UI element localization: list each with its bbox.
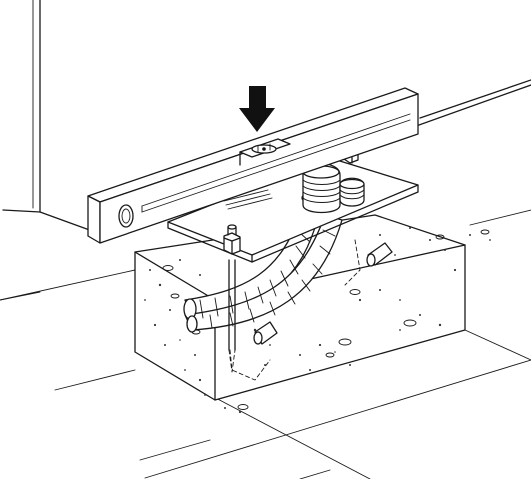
- pipe-stubs: [253, 242, 393, 345]
- concrete-foundation: [134, 214, 491, 414]
- down-arrow-icon: [239, 86, 275, 132]
- floor-tile-grid: [0, 209, 531, 479]
- levelling-bolt-front: [223, 224, 241, 373]
- spirit-level: [87, 87, 419, 244]
- wall-panel: [2, 0, 531, 233]
- aggregate-stones: [162, 229, 490, 410]
